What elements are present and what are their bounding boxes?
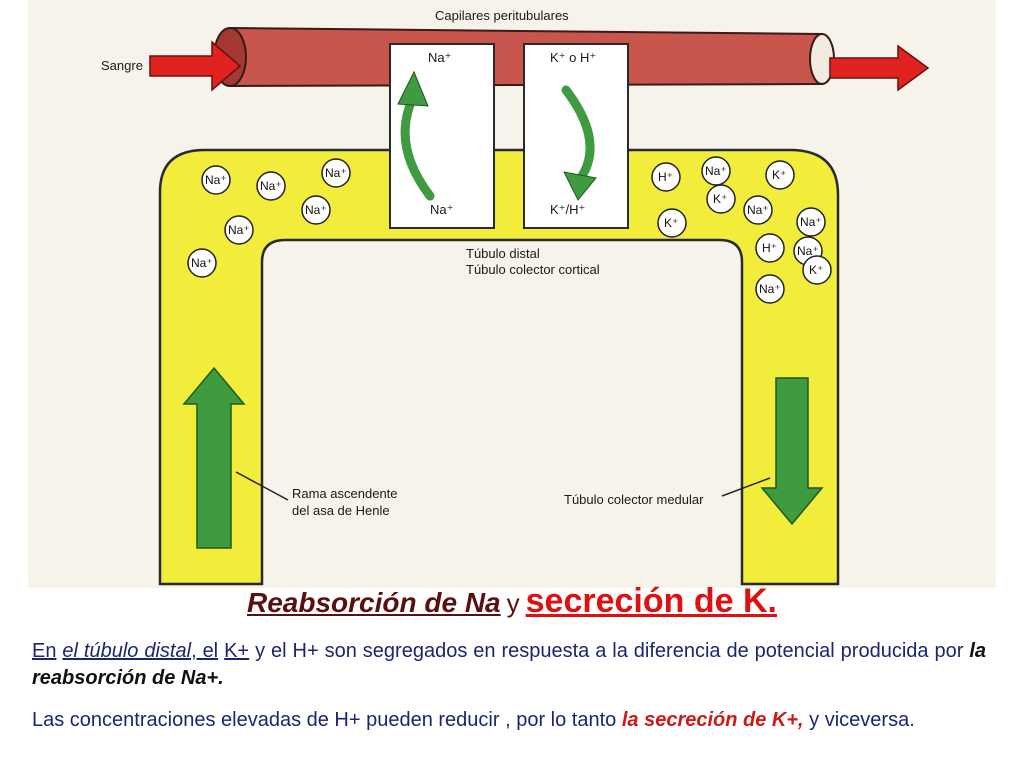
exchange-na-top: Na⁺ [428, 50, 451, 65]
ion-circle [321, 158, 351, 188]
ascending-flow-arrow [182, 366, 246, 549]
distal-tubule-label: Túbulo distal [466, 246, 540, 261]
para1-na-reabsorption: la reabsorción de Na+. [32, 640, 986, 689]
paragraph-distal-tubule: En el túbulo distal, el K+ y el H+ son s… [32, 638, 986, 692]
capillary-label: Capilares peritubulares [435, 8, 569, 23]
ion-label: K⁺ [664, 216, 678, 230]
ion-label: Na⁺ [325, 166, 347, 180]
ascending-pointer-line [235, 471, 289, 501]
na-reabsorption-arrow [400, 95, 435, 201]
ion-circle [706, 184, 736, 214]
para2-end: y viceversa. [809, 709, 915, 731]
ion-circle [765, 160, 795, 190]
ion-label: Na⁺ [759, 282, 781, 296]
exchange-kh-top: K⁺ o H⁺ [550, 50, 596, 65]
ion-label: K⁺ [713, 192, 727, 206]
para1-body: y el H+ son segregados en respuesta a la… [255, 640, 964, 662]
left-ions: Na⁺ Na⁺ Na⁺ Na⁺ Na⁺ Na⁺ [187, 158, 351, 278]
kh-secretion-arrow [561, 85, 595, 181]
ion-label: H⁺ [762, 241, 777, 255]
blood-label: Sangre [101, 58, 143, 73]
ion-label: Na⁺ [191, 256, 213, 270]
ion-circle [743, 195, 773, 225]
ion-label: Na⁺ [305, 203, 327, 217]
ion-label: Na⁺ [747, 203, 769, 217]
ion-label: K⁺ [772, 168, 786, 182]
exchange-na-bottom: Na⁺ [430, 202, 453, 217]
na-reabsorption-arrowhead [397, 70, 429, 107]
ion-label: Na⁺ [228, 223, 250, 237]
medullary-pointer-line [721, 477, 771, 497]
cortical-collector-label: Túbulo colector cortical [466, 262, 600, 277]
blood-out-arrow [829, 44, 930, 92]
medullary-flow-arrow [760, 377, 824, 526]
ion-circle [701, 156, 731, 186]
para1-distal-tubule: el túbulo distal [62, 640, 192, 662]
ion-label: Na⁺ [205, 173, 227, 187]
para2-k-secretion: la secreción de K+, [621, 709, 804, 731]
ion-circle [224, 215, 254, 245]
ion-circle [802, 255, 832, 285]
ion-circle [796, 207, 826, 237]
ion-circle [651, 162, 681, 192]
ion-circle [755, 274, 785, 304]
ion-label: K⁺ [809, 263, 823, 277]
para2-body: Las concentraciones elevadas de H+ puede… [32, 709, 617, 731]
para1-el: , el [191, 640, 219, 662]
kh-secretion-arrowhead [563, 171, 597, 201]
ion-circle [755, 233, 785, 263]
ion-circle [256, 171, 286, 201]
title-connector: y [506, 588, 520, 618]
exchange-kh-bottom: K⁺/H⁺ [550, 202, 585, 217]
ion-label: Na⁺ [797, 244, 819, 258]
ion-label: H⁺ [658, 170, 673, 184]
ion-circle [657, 208, 687, 238]
para1-en: En [32, 640, 57, 662]
ion-label: Na⁺ [260, 179, 282, 193]
ion-circle [201, 165, 231, 195]
title-na-reabsorption: Reabsorción de Na [247, 587, 501, 618]
paragraph-h-concentration: Las concentraciones elevadas de H+ puede… [32, 707, 986, 734]
ion-label: Na⁺ [800, 215, 822, 229]
ion-circle [301, 195, 331, 225]
para1-k: K+ [224, 640, 250, 662]
title-k-secretion: secreción de K. [525, 582, 777, 620]
exchange-box-kh [523, 43, 629, 229]
ion-circle [187, 248, 217, 278]
ascending-limb-label-1: Rama ascendente [292, 486, 398, 501]
ascending-limb-label-2: del asa de Henle [292, 503, 390, 518]
right-ions: H⁺ Na⁺ K⁺ K⁺ Na⁺ K⁺ Na⁺ H⁺ Na⁺ K⁺ Na⁺ [651, 156, 832, 304]
ion-label: Na⁺ [705, 164, 727, 178]
blood-in-arrow [149, 40, 242, 92]
medullary-collector-label: Túbulo colector medular [564, 492, 704, 507]
